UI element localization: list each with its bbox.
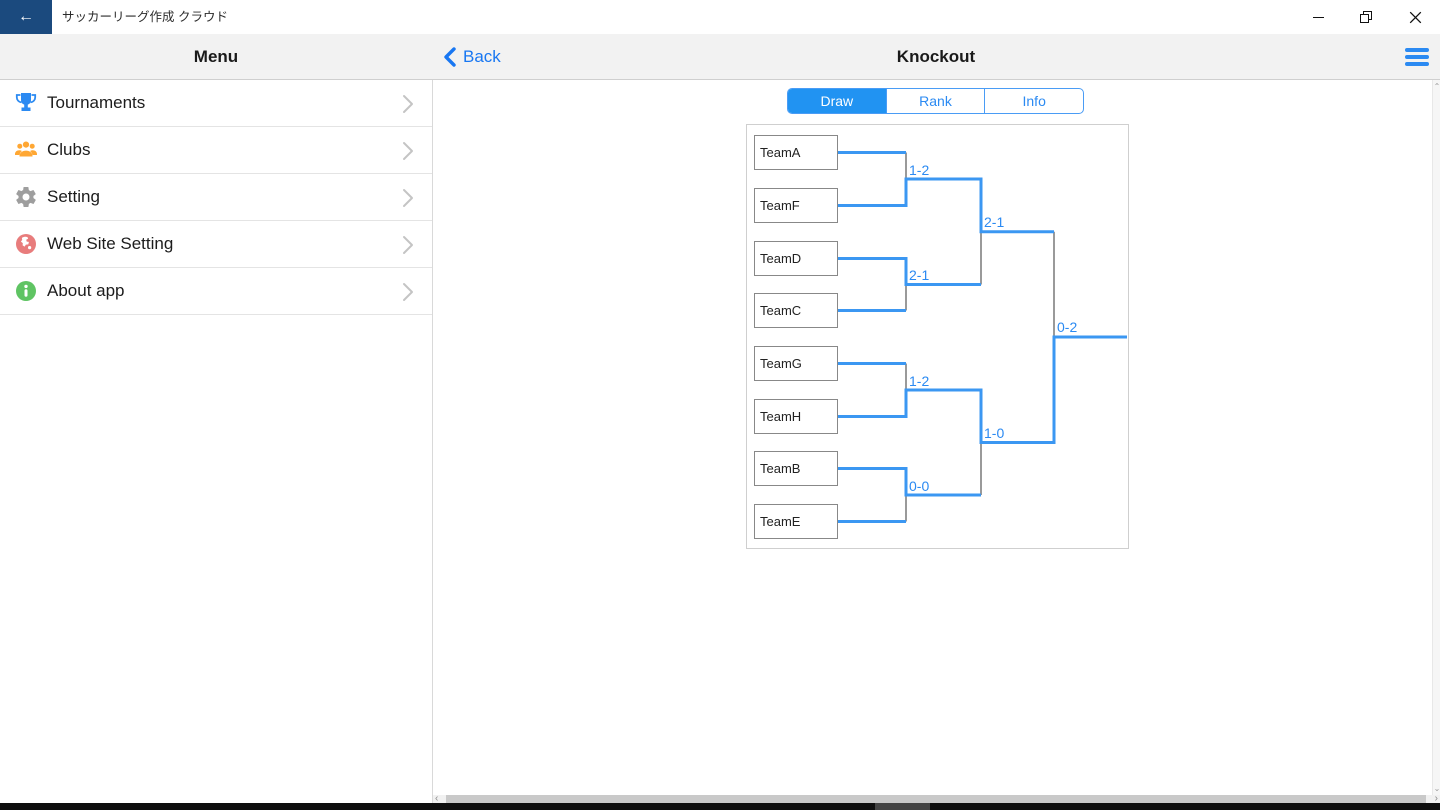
page-title: Knockout (896, 47, 976, 66)
sidebar-item-clubs[interactable]: Clubs (0, 127, 432, 174)
score-round1-match2: 2-1 (909, 267, 930, 283)
titlebar: ← サッカーリーグ作成 クラウド (0, 0, 1440, 34)
team-box-teamh[interactable]: TeamH (754, 399, 838, 434)
taskbar-edge-thumb (875, 803, 930, 810)
team-box-teame[interactable]: TeamE (754, 504, 838, 539)
team-box-teamg[interactable]: TeamG (754, 346, 838, 381)
score-semifinal1: 2-1 (984, 214, 1005, 230)
tab-bar: Draw Rank Info (787, 88, 1084, 114)
back-chevron-icon (444, 46, 456, 67)
close-button[interactable] (1392, 0, 1438, 34)
chevron-right-icon (403, 142, 413, 160)
team-box-teamc[interactable]: TeamC (754, 293, 838, 328)
globe-icon (14, 232, 38, 256)
score-round1-match3: 1-2 (909, 373, 930, 389)
chevron-right-icon (403, 283, 413, 301)
team-box-teamf[interactable]: TeamF (754, 188, 838, 223)
bracket-panel: TeamA TeamF TeamD TeamC TeamG TeamH Team… (746, 124, 1129, 549)
team-box-teamb[interactable]: TeamB (754, 451, 838, 486)
score-semifinal2: 1-0 (984, 425, 1005, 441)
trophy-icon (14, 91, 38, 115)
chevron-right-icon (403, 189, 413, 207)
bracket-lines (838, 151, 1127, 523)
sidebar-item-label: Web Site Setting (47, 234, 174, 253)
minimize-button[interactable] (1295, 0, 1341, 34)
minimize-icon (1312, 16, 1324, 18)
sidebar-item-label: About app (47, 281, 125, 300)
scroll-down-icon[interactable]: ⌄ (1433, 784, 1440, 793)
menu-button[interactable] (1405, 48, 1429, 66)
back-arrow-icon: ← (18, 8, 34, 25)
sidebar-item-setting[interactable]: Setting (0, 174, 432, 221)
titlebar-back-button[interactable]: ← (0, 0, 52, 34)
hamburger-icon (1405, 48, 1429, 52)
sidebar-item-web-site-setting[interactable]: Web Site Setting (0, 221, 432, 268)
tab-info[interactable]: Info (984, 89, 1083, 113)
tab-draw[interactable]: Draw (788, 89, 886, 113)
sidebar-item-about-app[interactable]: About app (0, 268, 432, 315)
people-icon (14, 138, 38, 162)
sidebar-item-label: Tournaments (47, 93, 146, 112)
team-box-teamd[interactable]: TeamD (754, 241, 838, 276)
taskbar-edge (0, 803, 1440, 810)
tab-rank[interactable]: Rank (885, 89, 985, 113)
gear-icon (14, 185, 38, 209)
vertical-scrollbar[interactable]: ⌃ ⌄ (1432, 80, 1440, 795)
scroll-right-icon[interactable]: › (1434, 793, 1438, 804)
back-button[interactable]: Back (443, 34, 501, 79)
header: Menu Back Knockout (0, 34, 1440, 80)
scroll-left-icon[interactable]: ‹ (435, 793, 439, 804)
sidebar-item-tournaments[interactable]: Tournaments (0, 80, 432, 127)
chevron-right-icon (403, 236, 413, 254)
sidebar-item-label: Setting (47, 187, 100, 206)
back-label: Back (463, 46, 501, 66)
info-icon (14, 279, 38, 303)
sidebar-item-label: Clubs (47, 140, 91, 159)
score-round1-match4: 0-0 (909, 478, 930, 494)
restore-button[interactable] (1343, 0, 1389, 34)
chevron-right-icon (403, 95, 413, 113)
restore-icon (1360, 11, 1372, 23)
score-final: 0-2 (1057, 319, 1078, 335)
close-icon (1409, 11, 1421, 23)
scroll-up-icon[interactable]: ⌃ (1433, 82, 1440, 91)
menu-title: Menu (193, 47, 239, 66)
team-box-teama[interactable]: TeamA (754, 135, 838, 170)
app-title: サッカーリーグ作成 クラウド (62, 10, 228, 24)
horizontal-scrollbar[interactable]: ‹ › (433, 793, 1440, 804)
sidebar: Tournaments Clubs (0, 80, 433, 803)
horizontal-scrollbar-thumb[interactable] (446, 795, 1426, 803)
score-round1-match1: 1-2 (909, 162, 930, 178)
